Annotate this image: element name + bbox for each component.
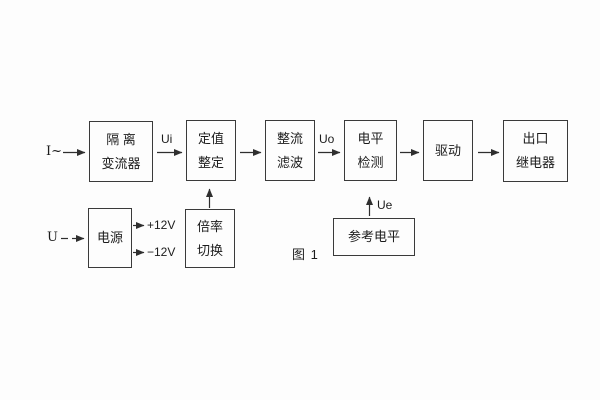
block-level-line1: 电平 <box>357 130 384 146</box>
block-power-supply: 电源 <box>88 208 132 268</box>
block-relay-line2: 继电器 <box>515 155 555 170</box>
block-ratio-line2: 切换 <box>196 242 223 258</box>
block-reference-level: 参考电平 <box>333 218 415 256</box>
plus12v-label: +12V <box>147 218 176 232</box>
block-setpoint-adjust: 定值 整定 <box>186 120 236 181</box>
block-power-line1: 电源 <box>96 230 123 245</box>
block-isolation-transformer: 隔 离 变流器 <box>89 121 153 182</box>
input-current-label: I~ <box>46 144 63 159</box>
signal-ue-label: Ue <box>377 198 393 212</box>
block-level-detect: 电平 检测 <box>344 120 397 181</box>
minus12v-label: −12V <box>147 245 176 259</box>
signal-uo-label: Uo <box>319 132 335 146</box>
block-relay-line1: 出口 <box>522 131 549 146</box>
input-voltage-label: U <box>47 230 58 245</box>
block-output-relay: 出口 继电器 <box>503 120 568 182</box>
block-isolation-line2: 变流器 <box>101 155 141 171</box>
block-rectifier-filter: 整流 滤波 <box>265 120 315 181</box>
block-ratio-switch: 倍率 切换 <box>185 209 235 268</box>
signal-ui-label: Ui <box>161 132 173 146</box>
block-setting-line1: 定值 <box>197 130 224 146</box>
figure-caption: 图 1 <box>292 247 319 262</box>
block-drive: 驱动 <box>423 120 473 181</box>
block-rectify-line1: 整流 <box>276 130 303 146</box>
block-level-line2: 检测 <box>357 154 384 170</box>
block-reference-line1: 参考电平 <box>347 229 400 244</box>
block-isolation-line1: 隔 离 <box>106 131 136 147</box>
block-drive-line1: 驱动 <box>434 142 461 158</box>
block-setting-line2: 整定 <box>197 154 224 170</box>
block-rectify-line2: 滤波 <box>276 154 303 170</box>
block-ratio-line1: 倍率 <box>196 218 223 234</box>
